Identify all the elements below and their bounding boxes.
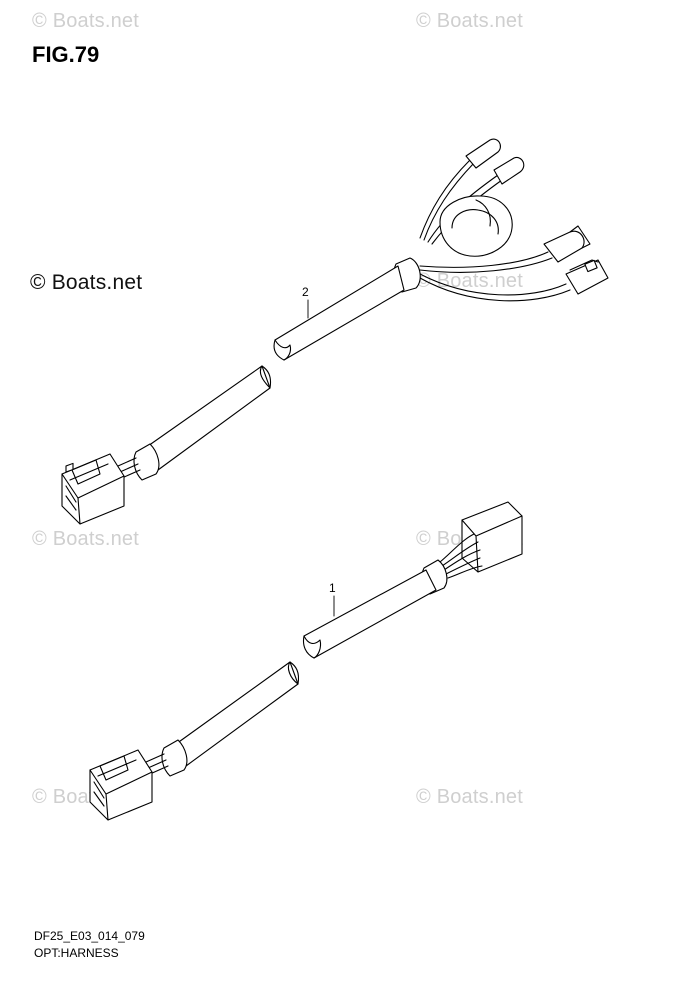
square-connector-latch [584,259,598,273]
grommet-inner [451,209,499,235]
part-2-harness [61,138,609,525]
multipin-connector [89,749,153,821]
sheath-collar [133,443,160,481]
branch-wire [419,159,471,239]
square-connector-top [569,259,599,271]
grommet [439,195,513,257]
sheath-break [259,365,272,389]
watermark: © Boats.net [416,10,523,32]
watermark: © Boats.net [416,786,523,808]
terminal-cap [465,138,501,169]
branch-wire [419,273,567,296]
sheath-break [303,635,322,659]
sheath-break [274,339,292,361]
branch-wire [419,277,571,302]
watermark: © Boats.net [32,528,139,550]
bullet-connector-tip [569,225,591,249]
branch-wire [419,257,553,273]
sheath [147,365,271,471]
sheath-collar [161,739,188,777]
sheath [273,265,405,361]
watermark: © Boats.net [32,10,139,32]
terminal-cap [493,156,525,185]
part-1-harness [89,501,523,821]
watermark-dark: © Boats.net [30,271,143,294]
sheath [302,569,437,659]
sheath [175,661,299,767]
part-ref-label: 2 [302,285,309,299]
diagram-footer: DF25_E03_014_079 OPT:HARNESS [34,928,145,962]
figure-title: FIG.79 [32,42,100,67]
bullet-connector [543,230,585,263]
branch-wire [419,251,549,268]
diagram-caption: OPT:HARNESS [34,946,119,960]
part-ref-label: 1 [329,581,336,595]
multipin-connector [61,453,125,525]
diagram-code: DF25_E03_014_079 [34,929,145,943]
branch-wire [423,162,475,241]
watermark: © Boats.net [416,270,523,292]
grommet-ring [475,199,491,227]
sheath-break [287,661,300,685]
